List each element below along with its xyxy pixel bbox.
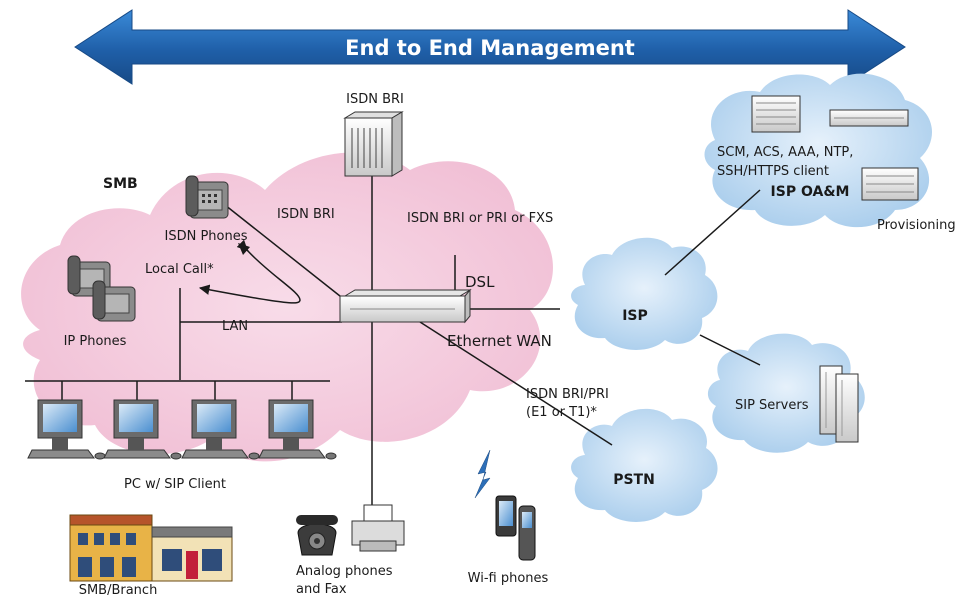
gateway-device bbox=[339, 288, 472, 324]
double-arrow-shape bbox=[74, 9, 906, 85]
pc-icon bbox=[27, 399, 106, 460]
wifi-phone-icon bbox=[495, 495, 536, 561]
isp-cloud bbox=[571, 237, 718, 350]
sip-server-icon bbox=[819, 365, 859, 443]
pc-sip-client-label: PC w/ SIP Client bbox=[124, 477, 226, 492]
wifi-signal-icon bbox=[474, 449, 491, 499]
smb-cloud bbox=[21, 152, 553, 462]
provisioning-label: Provisioning bbox=[877, 218, 956, 233]
isdn-phones-label: ISDN Phones bbox=[165, 229, 248, 244]
smb-branch-label: SMB/Branch bbox=[79, 583, 158, 598]
e1-t1-label: (E1 or T1)* bbox=[526, 405, 597, 420]
end-to-end-management-banner: End to End Management bbox=[74, 9, 906, 85]
isdn-phone-icon bbox=[185, 175, 229, 219]
isp-services-label: SCM, ACS, AAA, NTP, bbox=[717, 145, 853, 160]
oam-server-icon bbox=[751, 95, 919, 201]
pstn-line bbox=[419, 321, 613, 446]
smb-label: SMB bbox=[103, 176, 138, 192]
pstn-cloud bbox=[571, 408, 718, 522]
analog-fax-label: and Fax bbox=[296, 582, 347, 597]
connections bbox=[25, 175, 761, 505]
analog-phones-label: Analog phones bbox=[296, 564, 393, 579]
pc-icon bbox=[258, 399, 337, 460]
banner-title: End to End Management bbox=[345, 36, 635, 60]
isp-to-oam-line bbox=[664, 189, 761, 276]
lan-label: LAN bbox=[222, 319, 248, 334]
pc-icon bbox=[103, 399, 182, 460]
fax-icon bbox=[351, 504, 405, 552]
local-call-arrow bbox=[198, 249, 301, 304]
dsl-label: DSL bbox=[465, 273, 495, 291]
local-call-arrowhead bbox=[238, 243, 250, 255]
isp-oam-label: ISP OA&M bbox=[771, 184, 850, 200]
local-call-label: Local Call* bbox=[145, 262, 214, 277]
isp-to-sip-line bbox=[699, 334, 761, 366]
isdn-phones-line bbox=[224, 204, 346, 301]
ip-phone-icon bbox=[92, 280, 136, 322]
isdn-bri-top-label: ISDN BRI bbox=[346, 92, 404, 107]
isdn-bri-pri-fxs-label: ISDN BRI or PRI or FXS bbox=[407, 211, 553, 226]
wifi-phones-label: Wi-fi phones bbox=[468, 571, 549, 586]
analog-phone-icon bbox=[296, 515, 338, 556]
sip-servers-label: SIP Servers bbox=[735, 398, 809, 413]
isp-label: ISP bbox=[622, 308, 648, 324]
pstn-label: PSTN bbox=[613, 472, 655, 488]
branch-building-icon bbox=[69, 514, 233, 582]
isp-services-label-2: SSH/HTTPS client bbox=[717, 164, 829, 179]
ip-phones-label: IP Phones bbox=[64, 334, 127, 349]
isdn-bri-equipment bbox=[343, 111, 404, 177]
ethernet-wan-label: Ethernet WAN bbox=[447, 332, 552, 350]
pc-icon bbox=[181, 399, 260, 460]
isdn-bri-link-label: ISDN BRI bbox=[277, 207, 335, 222]
isdn-bri-pri-label: ISDN BRI/PRI bbox=[526, 387, 609, 402]
